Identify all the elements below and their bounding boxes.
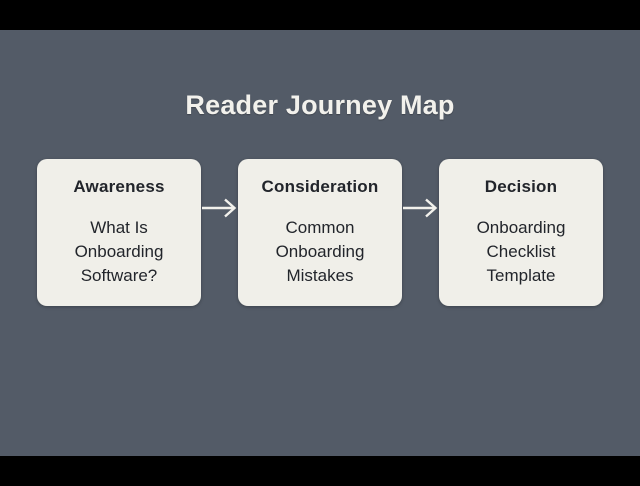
stage-body: What Is Onboarding Software? (74, 218, 164, 285)
page-title: Reader Journey Map (185, 90, 455, 120)
stage-card-consideration: Consideration Common Onboarding Mistakes (238, 159, 402, 306)
stage-card-awareness: Awareness What Is Onboarding Software? (37, 159, 201, 306)
stage-heading: Decision (484, 177, 558, 196)
stage-card-decision: Decision Onboarding Checklist Template (439, 159, 603, 306)
letterbox-bar-bottom (0, 456, 640, 486)
stage-heading: Consideration (261, 177, 379, 196)
stage-body: Onboarding Checklist Template (476, 218, 566, 285)
stage-body: Common Onboarding Mistakes (275, 218, 365, 285)
right-arrow-icon (402, 196, 439, 220)
right-arrow-icon (201, 196, 238, 220)
slide-content: Reader Journey Map Awareness What Is Onb… (0, 30, 640, 456)
journey-stage-row: Awareness What Is Onboarding Software? C… (20, 159, 620, 306)
letterbox-bar-top (0, 0, 640, 30)
stage-heading: Awareness (73, 177, 165, 196)
